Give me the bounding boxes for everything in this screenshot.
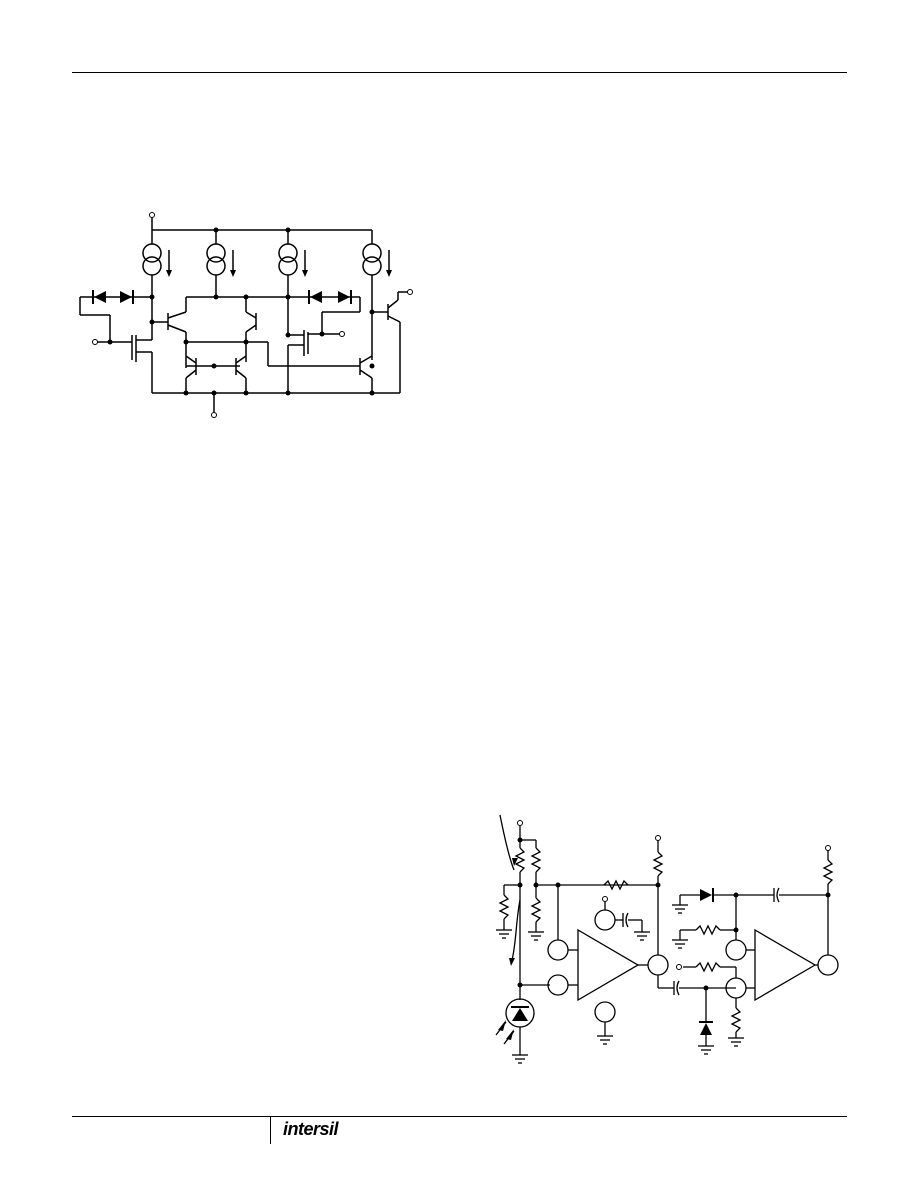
current-source-2 [206, 230, 234, 297]
footer-rule [72, 1116, 847, 1117]
footer-separator [270, 1117, 271, 1144]
intersil-logo: intersil [283, 1119, 339, 1139]
header-rule [72, 72, 847, 73]
current-source-1 [142, 230, 170, 296]
current-source-4 [362, 230, 390, 360]
